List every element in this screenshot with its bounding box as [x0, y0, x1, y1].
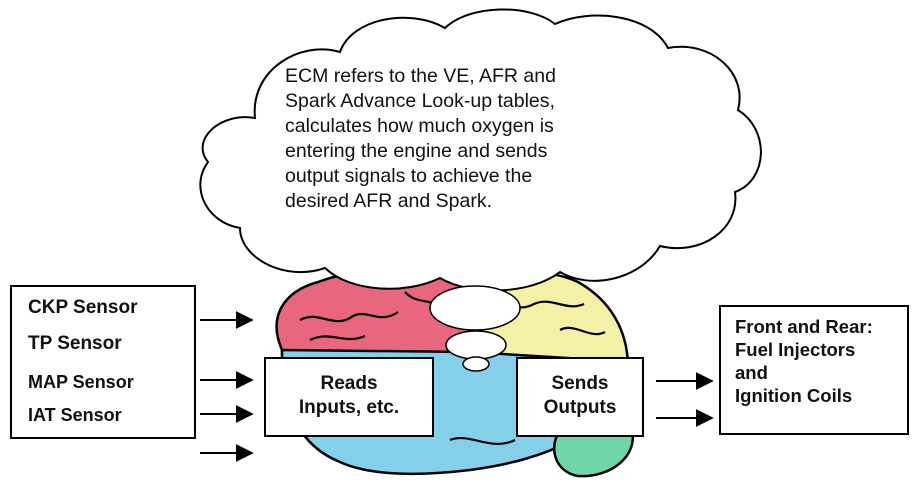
sensor-label-map: MAP Sensor: [28, 372, 134, 392]
reads-inputs-label: Reads Inputs, etc.: [298, 373, 400, 418]
thought-bubble-medium: [445, 330, 507, 360]
reads-inputs-box: Reads Inputs, etc.: [264, 357, 434, 437]
arrows: [200, 311, 714, 462]
sensor-label-ckp: CKP Sensor: [28, 297, 138, 318]
thought-bubble-large: [429, 285, 521, 331]
cloud-caption: ECM refers to the VE, AFR and Spark Adva…: [285, 65, 556, 212]
thought-cloud: [199, 8, 762, 292]
thought-bubbles: [429, 285, 521, 372]
sends-outputs-label: Sends Outputs: [543, 373, 617, 418]
outputs-label: Front and Rear: Fuel Injectors and Ignit…: [735, 316, 873, 406]
sends-outputs-box: Sends Outputs: [516, 357, 644, 437]
outputs-box: Front and Rear: Fuel Injectors and Ignit…: [719, 305, 909, 435]
sensor-label-tp: TP Sensor: [28, 333, 122, 354]
sensor-inputs-box: CKP Sensor TP Sensor MAP Sensor IAT Sens…: [10, 285, 196, 439]
cloud-outline: [199, 8, 762, 292]
thought-bubble-small: [462, 356, 490, 372]
sensor-label-iat: IAT Sensor: [28, 405, 122, 425]
